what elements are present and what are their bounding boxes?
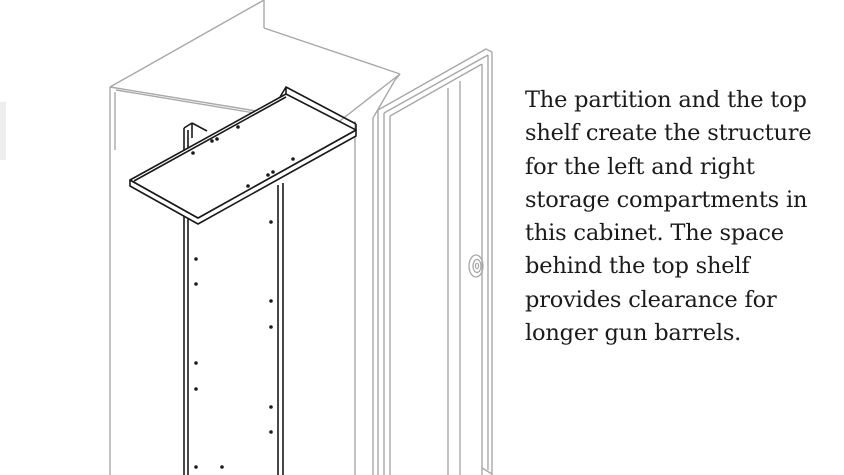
caption-line: provides clearance for (525, 286, 777, 313)
caption-line: shelf create the structure (525, 120, 812, 147)
lock-icon (468, 254, 484, 278)
caption-line: for the left and right (525, 153, 755, 180)
caption-line: storage compartments in (525, 186, 808, 213)
caption-line: The partition and the top (525, 87, 807, 113)
description-text: The partition and the top shelf create t… (525, 84, 825, 350)
cabinet-body (109, 0, 401, 475)
top-shelf (129, 86, 357, 225)
shelf-holes (191, 125, 295, 188)
cabinet-door (377, 48, 493, 475)
caption-line: longer gun barrels. (525, 320, 742, 347)
edge-tab (0, 102, 6, 160)
partition-holes (194, 220, 273, 469)
caption-line: behind the top shelf (525, 253, 750, 280)
caption-line: this cabinet. The space (525, 220, 784, 247)
